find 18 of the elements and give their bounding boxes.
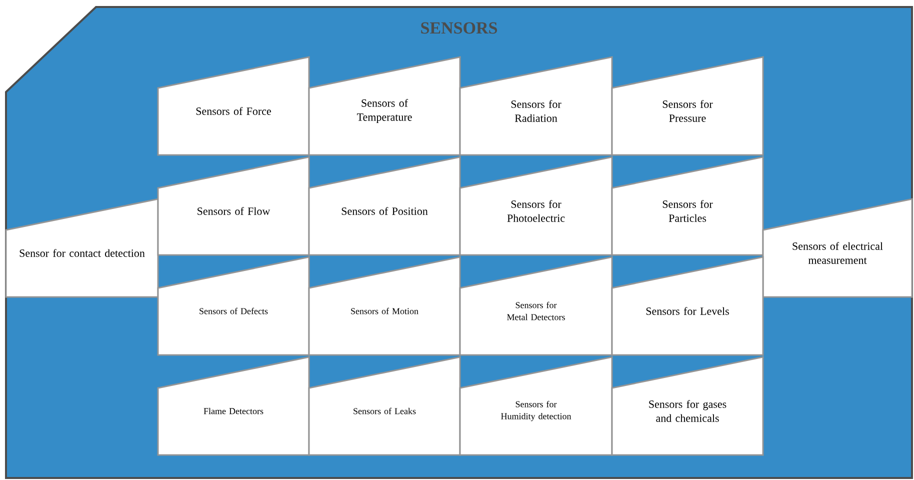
sensor-card: Sensors of Temperature (308, 56, 461, 156)
sensor-card: Sensor for contact detection (5, 198, 159, 298)
sensor-card: Sensors for Photoelectric (459, 156, 613, 256)
sensor-card: Flame Detectors (157, 356, 310, 456)
sensor-card: Sensors for Levels (611, 256, 764, 356)
sensor-card: Sensors of Leaks (308, 356, 461, 456)
sensor-card: Sensors of Defects (157, 256, 310, 356)
sensor-card: Sensors for Radiation (459, 56, 613, 156)
sensor-card: Sensors for Humidity detection (459, 356, 613, 456)
sensor-card: Sensors of Force (157, 56, 310, 156)
sensor-card: Sensors for Particles (611, 156, 764, 256)
sensor-card: Sensors for gases and chemicals (611, 356, 764, 456)
sensor-card: Sensors of electrical measurement (762, 198, 913, 298)
sensor-card: Sensors of Flow (157, 156, 310, 256)
sensor-card: Sensors of Position (308, 156, 461, 256)
sensor-card: Sensors for Metal Detectors (459, 256, 613, 356)
sensor-card: Sensors of Motion (308, 256, 461, 356)
sensor-card: Sensors for Pressure (611, 56, 764, 156)
